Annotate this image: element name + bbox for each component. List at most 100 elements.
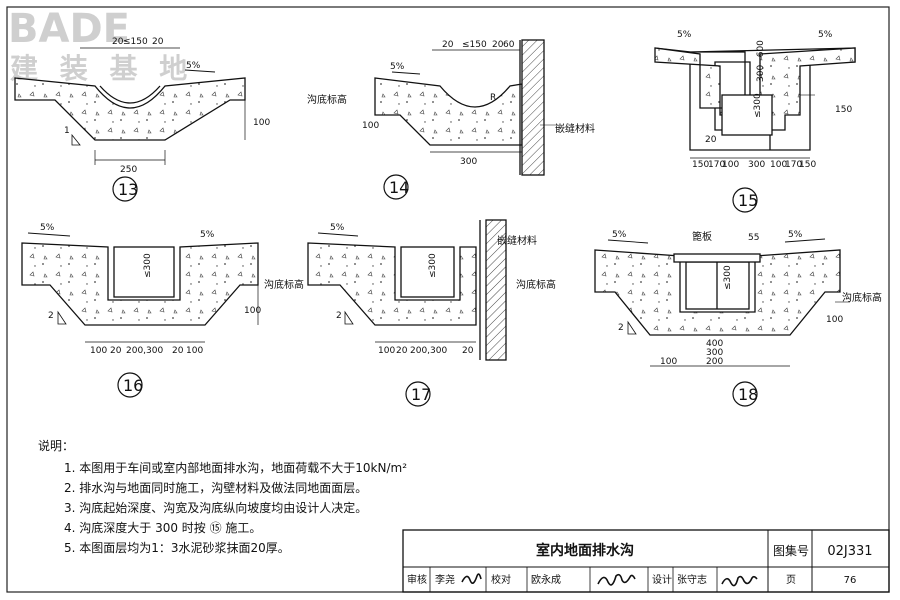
d13-dim-top-left: 20 bbox=[112, 37, 124, 47]
d16-dim-100b: 100 bbox=[186, 346, 203, 356]
detail-16 bbox=[21, 232, 259, 398]
notes-heading: 说明： bbox=[38, 439, 75, 453]
d17-dim-width: 200,300 bbox=[410, 346, 447, 356]
d14-dim-100: 100 bbox=[362, 121, 379, 131]
d16-dim-100: 100 bbox=[90, 346, 107, 356]
d16-trench-label: 沟底标高 bbox=[264, 278, 304, 291]
d15-dim-150v: 150 bbox=[835, 105, 852, 115]
d18-dim-100v: 100 bbox=[826, 315, 843, 325]
d18-dim-300: 300 bbox=[706, 348, 723, 358]
d14-dim-20a: 20 bbox=[442, 40, 454, 50]
d13-slope: 5% bbox=[186, 61, 201, 71]
d14-slope: 5% bbox=[390, 62, 405, 72]
drawing-title: 室内地面排水沟 bbox=[536, 542, 634, 559]
note-5: 5. 本图面层均为1：3水泥砂浆抹面20厚。 bbox=[64, 541, 290, 555]
d18-cover-label: 篦板 bbox=[692, 230, 712, 243]
d17-ratio: 2 bbox=[336, 311, 342, 321]
d18-dim-200: 200 bbox=[706, 357, 723, 367]
designer-signature bbox=[721, 575, 758, 587]
d14-radius: R bbox=[490, 93, 496, 103]
checker-name: 欧永成 bbox=[531, 573, 561, 586]
page-label: 页 bbox=[786, 574, 796, 586]
d14-trench-label: 沟底标高 bbox=[307, 93, 347, 106]
d16-slope-right: 5% bbox=[200, 230, 215, 240]
d15-dim-150b: 150 bbox=[799, 160, 816, 170]
bade-logo: BADE 建 装 基 地 bbox=[8, 6, 193, 85]
d14-dim-150: ≤150 bbox=[462, 40, 487, 50]
d18-slope-right: 5% bbox=[788, 230, 803, 240]
d16-slope-left: 5% bbox=[40, 223, 55, 233]
d15-dim-20: 20 bbox=[705, 135, 717, 145]
d15-slope-right: 5% bbox=[818, 30, 833, 40]
detail-13 bbox=[14, 47, 246, 202]
atlas-label: 图集号 bbox=[773, 543, 809, 558]
logo-brand: BADE bbox=[8, 6, 130, 52]
d13-dim-top-right: 20 bbox=[152, 37, 164, 47]
d17-dim-20: 20 bbox=[396, 346, 408, 356]
d17-dim-20b: 20 bbox=[462, 346, 474, 356]
d14-dim-60: 60 bbox=[503, 40, 515, 50]
d15-dim-170: 170 bbox=[708, 160, 725, 170]
d14-number: 14 bbox=[389, 178, 409, 197]
title-block bbox=[402, 529, 890, 593]
d14-dim-300: 300 bbox=[460, 157, 477, 167]
d18-number: 18 bbox=[738, 385, 758, 404]
check-label: 校对 bbox=[491, 573, 511, 586]
detail-17 bbox=[307, 219, 507, 407]
atlas-number: 02J331 bbox=[827, 544, 872, 559]
d13-dim-width: 250 bbox=[120, 165, 137, 175]
d16-dim-depth: ≤300 bbox=[143, 253, 153, 278]
d16-dim-20b: 20 bbox=[172, 346, 184, 356]
d16-ratio: 2 bbox=[48, 311, 54, 321]
d16-number: 16 bbox=[123, 376, 143, 395]
d17-material-label: 嵌缝材料 bbox=[497, 234, 537, 247]
reviewer-name: 李尧 bbox=[435, 573, 455, 586]
d18-dim-400: 400 bbox=[706, 339, 723, 349]
d15-dim-300: 300 bbox=[748, 160, 765, 170]
note-3: 3. 沟底起始深度、沟宽及沟底纵向坡度均由设计人决定。 bbox=[64, 501, 368, 515]
note-2: 2. 排水沟与地面同时施工，沟壁材料及做法同地面面层。 bbox=[64, 481, 368, 495]
d14-material-label: 嵌缝材料 bbox=[555, 122, 595, 135]
d13-dim-depth: 100 bbox=[253, 118, 270, 128]
d15-dim-100: 100 bbox=[722, 160, 739, 170]
d18-dim-depth: ≤300 bbox=[723, 265, 733, 290]
notes-section: 说明： 1. 本图用于车间或室内部地面排水沟，地面荷载不大于10kN/m² 2.… bbox=[38, 436, 418, 558]
d17-trench-label: 沟底标高 bbox=[516, 278, 556, 291]
detail-18 bbox=[594, 238, 850, 407]
d15-dim-150: 150 bbox=[692, 160, 709, 170]
d14-dim-20b: 20 bbox=[492, 40, 504, 50]
d15-number: 15 bbox=[738, 191, 758, 210]
d18-dim-100: 100 bbox=[660, 357, 677, 367]
d15-dim-100b: 100 bbox=[770, 160, 787, 170]
note-1: 1. 本图用于车间或室内部地面排水沟，地面荷载不大于10kN/m² bbox=[64, 461, 408, 475]
d17-dim-depth: ≤300 bbox=[428, 253, 438, 278]
d15-dim-170b: 170 bbox=[785, 160, 802, 170]
detail-14 bbox=[374, 39, 558, 200]
d15-slope-left: 5% bbox=[677, 30, 692, 40]
note-4: 4. 沟底深度大于 300 时按 ⑮ 施工。 bbox=[64, 521, 262, 535]
d13-ratio-1: 1 bbox=[64, 126, 70, 136]
d17-number: 17 bbox=[411, 385, 431, 404]
d15-dim-depth: 300~600 bbox=[756, 40, 766, 82]
checker-signature bbox=[597, 573, 636, 586]
d18-slope-left: 5% bbox=[612, 230, 627, 240]
reviewer-signature bbox=[461, 573, 482, 584]
d16-dim-width: 200,300 bbox=[126, 346, 163, 356]
review-label: 审核 bbox=[407, 573, 427, 586]
detail-15 bbox=[654, 47, 856, 213]
logo-sub: 建 装 基 地 bbox=[10, 52, 193, 85]
d18-trench-label: 沟底标高 bbox=[842, 291, 882, 304]
d15-dim-width: ≤300 bbox=[753, 93, 763, 118]
design-label: 设计 bbox=[652, 573, 672, 586]
d17-dim-100: 100 bbox=[378, 346, 395, 356]
d18-dim-55: 55 bbox=[748, 233, 759, 243]
d16-dim-100v: 100 bbox=[244, 306, 261, 316]
d16-dim-20: 20 bbox=[110, 346, 122, 356]
page-number: 76 bbox=[844, 575, 857, 586]
d13-number: 13 bbox=[118, 180, 138, 199]
designer-name: 张守志 bbox=[677, 573, 707, 586]
d13-dim-top-mid: ≤150 bbox=[123, 37, 148, 47]
d17-slope: 5% bbox=[330, 223, 345, 233]
d18-ratio: 2 bbox=[618, 323, 624, 333]
